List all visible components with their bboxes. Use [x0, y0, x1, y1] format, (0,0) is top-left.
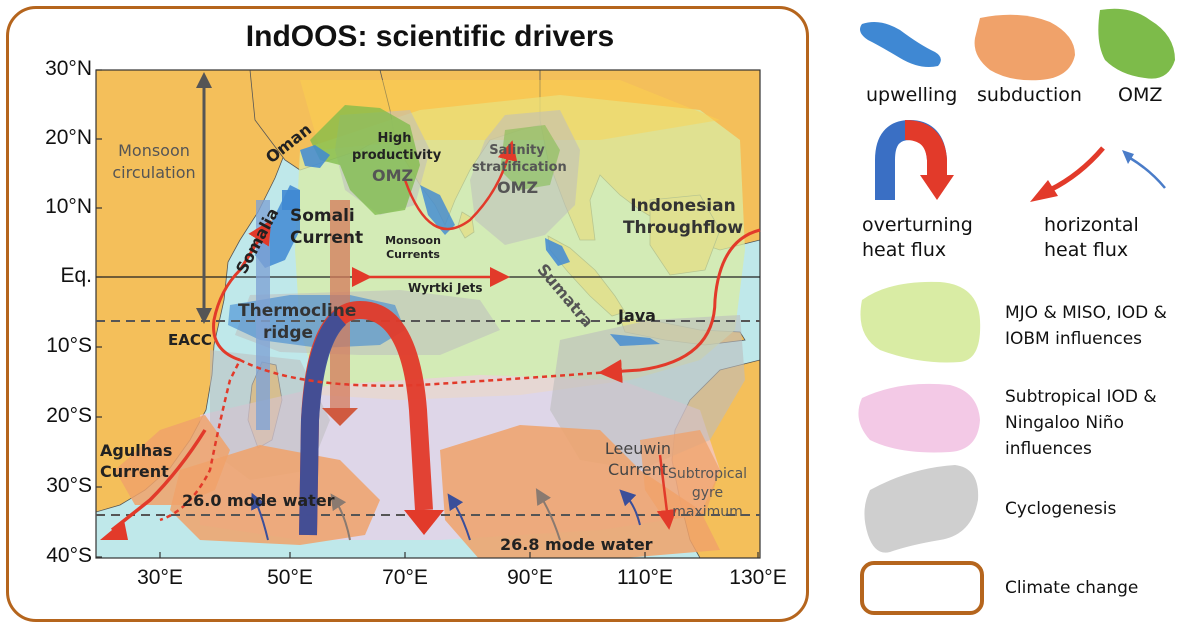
lon-label-130e: 130°E	[729, 566, 787, 589]
lat-label-10n: 10°N	[45, 195, 92, 218]
legend-mjo-label: MJO & MISO, IOD & IOBM influences	[1005, 303, 1167, 349]
legend-horizontal-label: horizontal heat flux	[1044, 214, 1139, 261]
upwelling-india	[420, 185, 455, 235]
lat-label-10s: 10°S	[46, 334, 92, 357]
label-omz-east: OMZ	[497, 178, 539, 197]
label-java: Java	[618, 306, 656, 325]
lat-label-eq: Eq.	[60, 264, 92, 287]
label-high-productivity: High productivity	[352, 131, 442, 163]
legend-subtropical-iod-label: Subtropical IOD & Ningaloo Niño influenc…	[1005, 387, 1157, 459]
label-monsoon-currents: Monsoon Currents	[385, 234, 441, 261]
label-salinity-stratification: Salinity stratification	[472, 143, 567, 175]
lat-label-20n: 20°N	[45, 126, 92, 149]
subduction-26-8	[440, 425, 720, 558]
lat-label-40s: 40°S	[46, 544, 92, 567]
label-thermocline-ridge: Thermocline ridge	[238, 301, 357, 343]
lat-label-20s: 20°S	[46, 404, 92, 427]
leeuwin-current-arrow	[656, 454, 677, 530]
indonesian-throughflow-arrow	[598, 228, 761, 384]
subduction-leeuwin	[640, 430, 720, 520]
legend-cyclogenesis-label: Cyclogenesis	[1005, 499, 1117, 519]
subduction-26-0	[170, 445, 380, 545]
lat-label-30n: 30°N	[45, 57, 92, 80]
lon-label-30e: 30°E	[137, 566, 183, 589]
legend-overturning-label: overturning heat flux	[862, 214, 973, 261]
lon-label-90e: 90°E	[507, 566, 553, 589]
upwelling-oman	[300, 145, 330, 168]
climate-change-frame	[6, 6, 809, 622]
overturning-red-bar	[330, 200, 350, 410]
legend-subduction-label: subduction	[977, 84, 1082, 106]
monsoon-currents-arrow	[403, 140, 518, 231]
eacc-arrow	[212, 219, 272, 362]
label-26-8-mode-water: 26.8 mode water	[500, 535, 653, 554]
figure-title: IndOOS: scientific drivers	[245, 20, 615, 53]
label-agulhas-current: Agulhas Current	[100, 441, 173, 481]
label-somali-current: Somali Current	[290, 206, 364, 248]
label-indonesian-throughflow: Indonesian Throughflow	[622, 196, 744, 238]
label-omz-west: OMZ	[372, 166, 414, 185]
lat-label-30s: 30°S	[46, 474, 92, 497]
upwelling-java	[610, 334, 660, 346]
label-eacc: EACC	[168, 331, 212, 349]
lon-label-110e: 110°E	[617, 566, 673, 589]
overturning-blue-bar	[256, 200, 270, 430]
label-wyrtki-jets: Wyrtki Jets	[408, 281, 483, 295]
lon-label-50e: 50°E	[267, 566, 313, 589]
upwelling-sumatra	[545, 238, 570, 266]
legend-climate-change-label: Climate change	[1005, 578, 1139, 598]
upwelling-somali-current-col	[282, 190, 300, 210]
label-26-0-mode-water: 26.0 mode water	[182, 491, 335, 510]
label-leeuwin-current: Leeuwin Current	[604, 439, 672, 479]
omz-arabian-sea	[310, 105, 420, 215]
legend-omz-label: OMZ	[1118, 84, 1163, 106]
legend-upwelling-label: upwelling	[866, 84, 958, 106]
lon-label-70e: 70°E	[382, 566, 428, 589]
south-equatorial-dotted	[159, 358, 611, 522]
label-monsoon-circulation: Monsoon circulation	[112, 141, 196, 182]
label-subtropical-gyre-maximum: Subtropical gyre maximum	[667, 466, 748, 520]
